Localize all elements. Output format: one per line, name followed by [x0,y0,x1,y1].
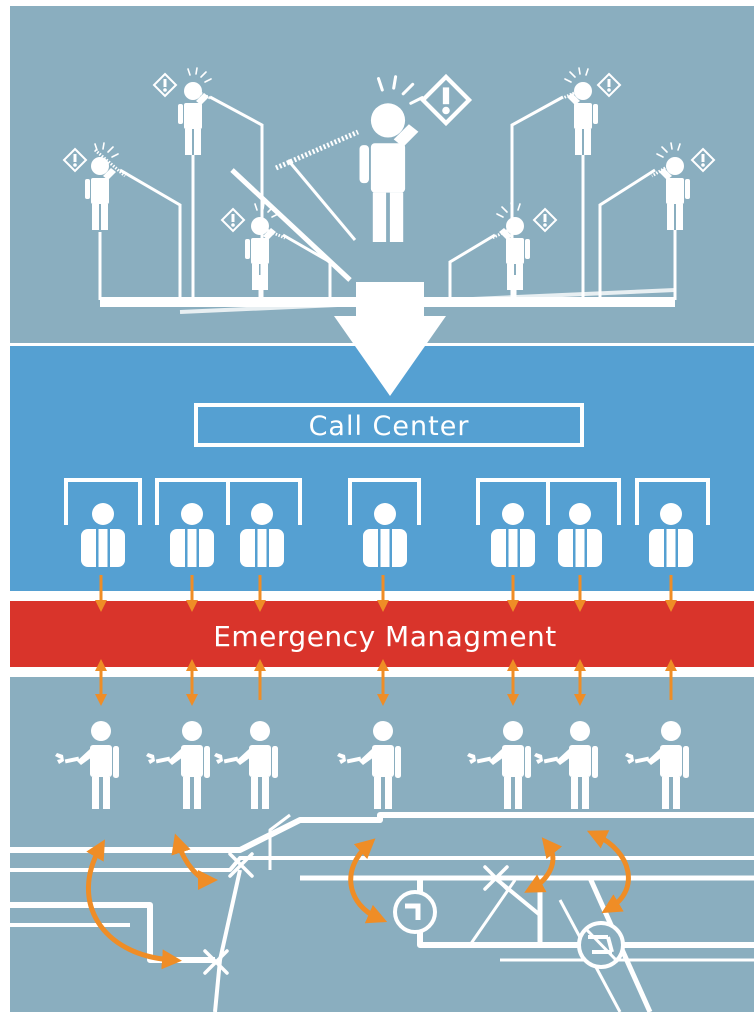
valve-right [577,921,625,969]
valve-left [393,890,437,934]
main-phone-cord [274,129,360,171]
emergency-management-label: Emergency Managment [213,620,557,653]
call-center-label: Call Center [309,411,470,442]
call-center-box [194,403,584,447]
main-cable [286,159,357,241]
down-arrow-icon [334,282,446,396]
phone-cord [94,148,126,178]
main-cable [230,168,352,282]
valve-handle [405,903,421,920]
caller-trunk-line [179,288,676,314]
link-arrows [95,575,677,706]
operator-desks [64,478,710,525]
phone-cord [651,158,679,178]
emergency-band [10,601,754,667]
valve-icon [393,890,437,934]
valve-strike [583,926,620,964]
dispatch-arrows [86,830,631,970]
